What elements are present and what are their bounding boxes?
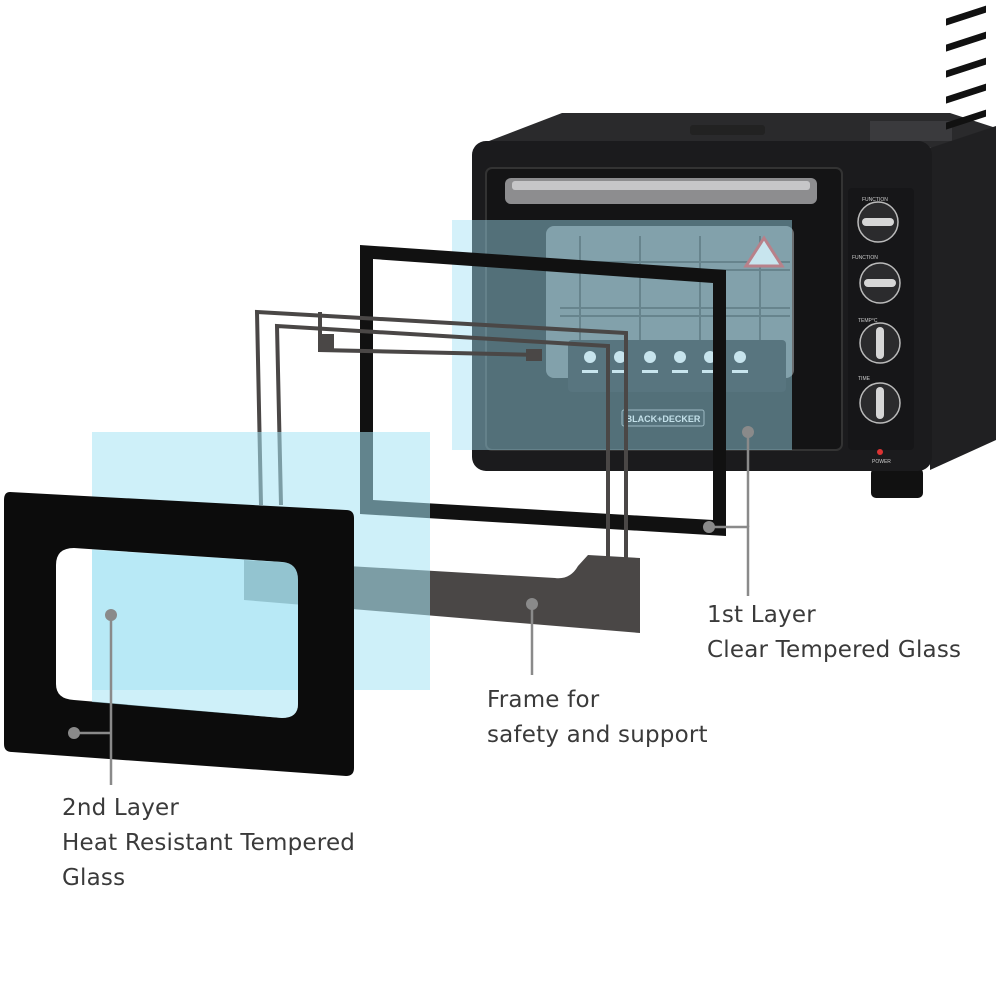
label-line: Frame for [487,687,600,713]
outer-door-window-glass [92,550,298,718]
handle-highlight [512,181,810,190]
control-panel [848,188,914,450]
callout-dot [526,598,538,610]
knob-function-2[interactable]: FUNCTION [852,255,901,304]
power-indicator-light [877,449,883,455]
label-line: Clear Tempered Glass [707,637,962,663]
outer-door-panel [4,492,354,776]
label-2nd-layer: 2nd Layer Heat Resistant Tempered Glass [62,791,355,896]
callout-dot [742,426,754,438]
oven-side-vents [946,5,986,130]
oven-top-vent [870,121,952,141]
label-line: 1st Layer [707,602,816,628]
label-1st-layer: 1st Layer Clear Tempered Glass [707,598,961,668]
label-line: Heat Resistant Tempered [62,830,356,856]
knob-caption: FUNCTION [852,255,878,261]
knob-caption: FUNCTION [862,197,888,203]
oven-top-handle-recess [690,125,765,135]
callout-dot [105,609,117,621]
oven-side [930,126,996,470]
callout-dot [68,727,80,739]
power-label: POWER [872,459,891,465]
label-line: Glass [62,865,126,891]
brand-logo: BLACK+DECKER [626,414,701,424]
callout-layer2 [74,615,113,785]
knob-timer[interactable]: TIME [858,376,901,424]
knob-function-1[interactable]: FUNCTION [857,197,899,243]
knob-caption: TEMP°C [858,318,878,324]
toaster-oven: BLACK+DECKER FUNCTION FUNCTION TEMP°C TI… [472,5,996,498]
callout-layer1 [709,432,750,596]
cooking-guide-icons [582,351,748,373]
knob-temperature[interactable]: TEMP°C [858,318,901,364]
label-line: safety and support [487,722,708,748]
layer1-clear-glass [452,220,792,450]
label-line: 2nd Layer [62,795,180,821]
warning-triangle-icon [743,235,785,268]
brand-plate [621,409,705,427]
frame-corner-block [318,334,334,352]
knob-caption: TIME [858,376,871,382]
label-frame: Frame for safety and support [487,683,708,753]
frame-corner-block [526,349,542,361]
callout-dot [703,521,715,533]
oven-foot-right [871,468,923,498]
